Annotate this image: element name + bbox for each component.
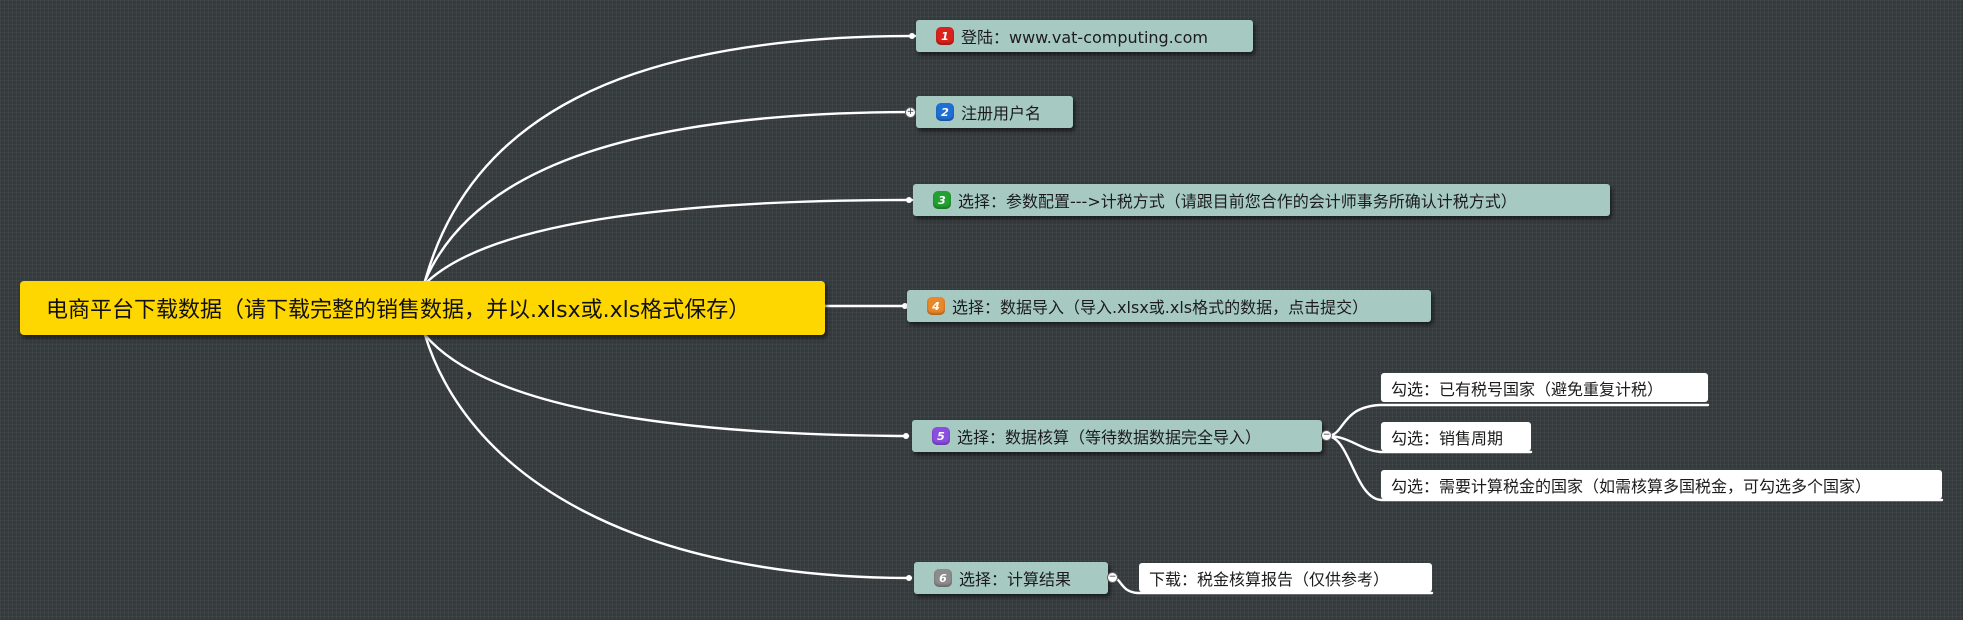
connector-step-5 <box>423 333 910 438</box>
step-5-topic[interactable]: 5 选择：数据核算（等待数据数据完全导入） <box>912 420 1322 452</box>
connector-step-6 <box>423 333 913 580</box>
step-3-topic[interactable]: 3 选择：参数配置--->计税方式（请跟目前您合作的会计师事务所确认计税方式） <box>913 184 1610 216</box>
step-5-subtopic[interactable]: 勾选：已有税号国家（避免重复计税） <box>1381 373 1708 402</box>
collapse-handle-icon[interactable]: − <box>1107 572 1118 583</box>
connector-step5-child-2 <box>1325 434 1533 454</box>
connector-step-3 <box>426 198 914 283</box>
root-topic-label: 电商平台下载数据（请下载完整的销售数据，并以.xlsx或.xls格式保存） <box>46 298 751 323</box>
connector-end-dot <box>906 575 912 581</box>
step-1-topic[interactable]: 1 登陆：www.vat-computing.com <box>916 20 1253 52</box>
step-2-label: 注册用户名 <box>961 104 1042 123</box>
priority-2-icon: 2 <box>936 103 954 121</box>
priority-5-icon: 5 <box>932 427 950 445</box>
collapse-handle-icon[interactable]: + <box>905 107 916 118</box>
connector-end-dot <box>909 33 915 39</box>
step-1-label: 登陆：www.vat-computing.com <box>961 28 1208 47</box>
step-4-label: 选择：数据导入（导入.xlsx或.xls格式的数据，点击提交） <box>952 298 1369 317</box>
connector-step-2 <box>423 110 917 283</box>
priority-3-icon: 3 <box>933 191 951 209</box>
step-6-subtopic[interactable]: 下载：税金核算报告（仅供参考） <box>1139 563 1432 592</box>
priority-4-icon: 4 <box>927 297 945 315</box>
step-3-label: 选择：参数配置--->计税方式（请跟目前您合作的会计师事务所确认计税方式） <box>958 192 1517 211</box>
step-6-topic[interactable]: 6 选择：计算结果 <box>914 562 1108 594</box>
step-5-label: 选择：数据核算（等待数据数据完全导入） <box>957 428 1262 447</box>
collapse-handle-icon[interactable]: − <box>1321 430 1332 441</box>
connector-step-1 <box>423 34 917 283</box>
root-topic[interactable]: 电商平台下载数据（请下载完整的销售数据，并以.xlsx或.xls格式保存） <box>20 281 825 335</box>
connector-end-dot <box>906 197 912 203</box>
connector-end-dot <box>903 433 909 439</box>
subtopic-label: 勾选：销售周期 <box>1391 428 1504 448</box>
priority-6-icon: 6 <box>934 569 952 587</box>
step-6-label: 选择：计算结果 <box>959 570 1072 589</box>
connector-step5-child-3 <box>1325 434 1944 502</box>
connector-step5-child-1 <box>1325 403 1710 438</box>
step-4-topic[interactable]: 4 选择：数据导入（导入.xlsx或.xls格式的数据，点击提交） <box>907 290 1431 322</box>
step-2-topic[interactable]: 2 注册用户名 <box>916 96 1073 128</box>
priority-1-icon: 1 <box>936 27 954 45</box>
connector-end-dot <box>902 303 908 309</box>
subtopic-label: 下载：税金核算报告（仅供参考） <box>1149 569 1390 589</box>
step-5-subtopic[interactable]: 勾选：需要计算税金的国家（如需核算多国税金，可勾选多个国家） <box>1381 470 1942 499</box>
subtopic-label: 勾选：需要计算税金的国家（如需核算多国税金，可勾选多个国家） <box>1391 476 1872 496</box>
subtopic-label: 勾选：已有税号国家（避免重复计税） <box>1391 379 1664 399</box>
step-5-subtopic[interactable]: 勾选：销售周期 <box>1381 422 1531 451</box>
